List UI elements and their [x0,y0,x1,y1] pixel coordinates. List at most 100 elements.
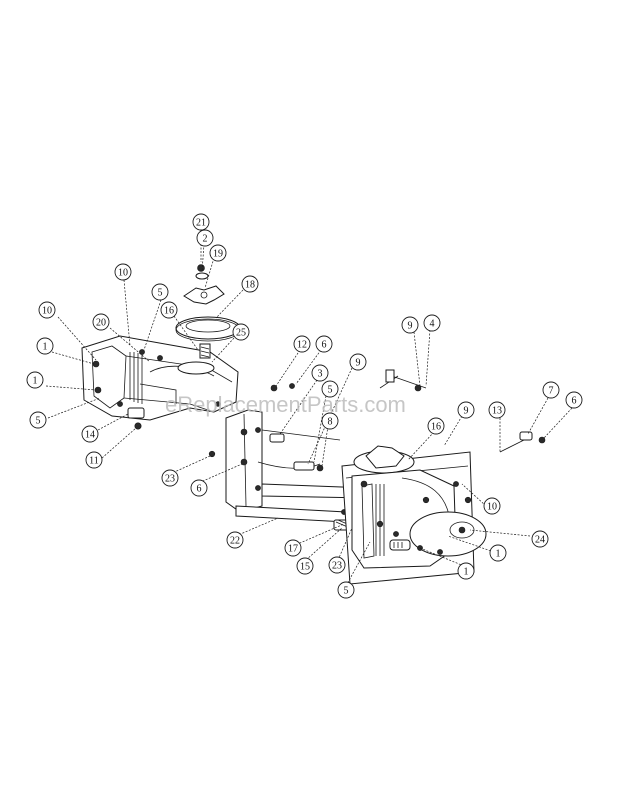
mount-bracket [208,369,427,531]
callout-number: 7 [549,386,554,397]
callout-number: 4 [430,319,435,330]
callout-6: 6 [190,479,208,497]
callout-bubble [321,380,339,398]
callout-5: 5 [337,581,355,599]
callout-number: 11 [89,456,99,467]
callout-bubble [349,353,367,371]
callout-bubble [565,391,583,409]
callout-14: 14 [81,425,99,443]
callout-number: 23 [165,474,175,485]
callout-6: 6 [565,391,583,409]
callout-1: 1 [26,371,44,389]
callout-2: 2 [196,229,214,247]
callout-bubble [161,469,179,487]
callout-bubble [232,323,250,341]
callout-10: 10 [38,301,56,319]
callout-bubble [196,229,214,247]
callout-bubble [296,557,314,575]
left-transaxle [81,335,239,430]
callout-21: 21 [192,213,210,231]
callout-4: 4 [423,314,441,332]
callout-8: 8 [321,412,339,430]
callout-number: 6 [197,484,202,495]
callout-number: 2 [203,234,208,245]
callout-number: 16 [431,422,441,433]
callout-number: 21 [196,218,206,229]
callout-bubble [321,412,339,430]
callout-17: 17 [284,539,302,557]
callout-number: 18 [245,280,255,291]
callout-number: 14 [85,430,95,441]
callout-16: 16 [427,417,445,435]
callout-bubble [315,335,333,353]
callout-15: 15 [296,557,314,575]
callout-3: 3 [311,364,329,382]
callout-bubble [192,213,210,231]
callout-bubble [114,263,132,281]
callout-bubble [488,401,506,419]
callout-number: 6 [322,340,327,351]
callout-bubble [92,313,110,331]
callout-number: 19 [213,249,223,260]
callout-5: 5 [151,283,169,301]
watermark: eReplacementParts.com [165,392,406,417]
callout-bubble [81,425,99,443]
callout-number: 23 [332,561,342,572]
callout-number: 1 [496,549,501,560]
callout-bubble [284,539,302,557]
callout-5: 5 [321,380,339,398]
callout-number: 5 [158,288,163,299]
callout-24: 24 [531,530,549,548]
callout-bubble [190,479,208,497]
callout-bubble [427,417,445,435]
callout-number: 1 [43,342,48,353]
callout-number: 22 [230,536,240,547]
callout-number: 12 [297,340,307,351]
callout-number: 17 [288,544,298,555]
callout-number: 3 [318,369,323,380]
callout-number: 10 [118,268,128,279]
callout-20: 20 [92,313,110,331]
callout-11: 11 [85,451,103,469]
callout-22: 22 [226,531,244,549]
callout-number: 5 [344,586,349,597]
callout-12: 12 [293,335,311,353]
callout-bubble [542,381,560,399]
callout-bubble [26,371,44,389]
callout-10: 10 [483,497,501,515]
callout-number: 9 [408,321,413,332]
callout-bubble [423,314,441,332]
callout-16: 16 [160,301,178,319]
callout-bubble [531,530,549,548]
callout-bubble [483,497,501,515]
callout-5: 5 [29,411,47,429]
callout-number: 9 [464,406,469,417]
callout-number: 9 [356,358,361,369]
callout-23: 23 [161,469,179,487]
callout-bubble [209,244,227,262]
callout-25: 25 [232,323,250,341]
callout-bubble [38,301,56,319]
callout-18: 18 [241,275,259,293]
callout-bubble [401,316,419,334]
callout-bubble [489,544,507,562]
callout-bubble [226,531,244,549]
callout-1: 1 [489,544,507,562]
callout-number: 25 [236,328,246,339]
callout-number: 10 [487,502,497,513]
callout-number: 16 [164,306,174,317]
callout-9: 9 [349,353,367,371]
callout-number: 13 [492,406,502,417]
callout-number: 1 [464,567,469,578]
right-transaxle [341,445,487,585]
callout-10: 10 [114,263,132,281]
callout-bubble [328,556,346,574]
callout-bubble [457,562,475,580]
callout-number: 5 [36,416,41,427]
callout-1: 1 [36,337,54,355]
pulley-assembly [175,264,241,359]
callout-number: 5 [328,385,333,396]
callout-1: 1 [457,562,475,580]
